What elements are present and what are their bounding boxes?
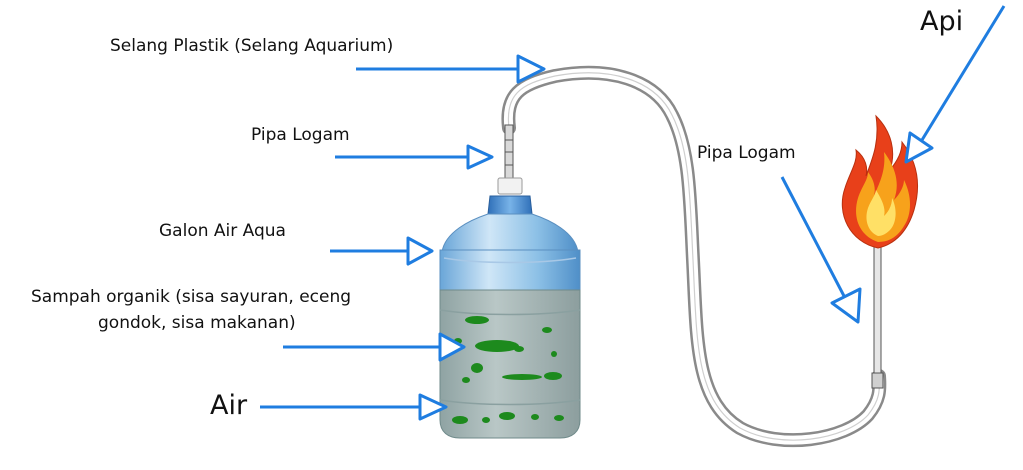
arrow-pipa-top	[335, 144, 494, 170]
metal-pipe-right	[871, 243, 884, 389]
label-galon-air-aqua: Galon Air Aqua	[159, 221, 286, 241]
water-gallon-icon	[439, 177, 581, 439]
plastic-hose	[501, 65, 887, 448]
label-selang-plastik: Selang Plastik (Selang Aquarium)	[110, 36, 394, 56]
metal-pipe-top	[504, 124, 514, 184]
label-pipa-logam-right: Pipa Logam	[697, 143, 796, 163]
arrow-selang	[356, 54, 546, 84]
label-air: Air	[210, 390, 248, 421]
flame-icon	[841, 114, 919, 249]
arrow-pipa-right	[780, 176, 862, 324]
arrow-api	[904, 5, 1006, 164]
arrow-sampah	[283, 332, 466, 362]
label-sampah-organik-line1: Sampah organik (sisa sayuran, eceng	[31, 287, 352, 307]
label-api: Api	[920, 6, 964, 37]
arrows	[260, 5, 1006, 421]
arrow-air	[260, 393, 448, 421]
label-sampah-organik-line2: gondok, sisa makanan)	[98, 313, 296, 333]
label-pipa-logam-top: Pipa Logam	[251, 125, 350, 145]
arrow-galon	[330, 236, 434, 266]
